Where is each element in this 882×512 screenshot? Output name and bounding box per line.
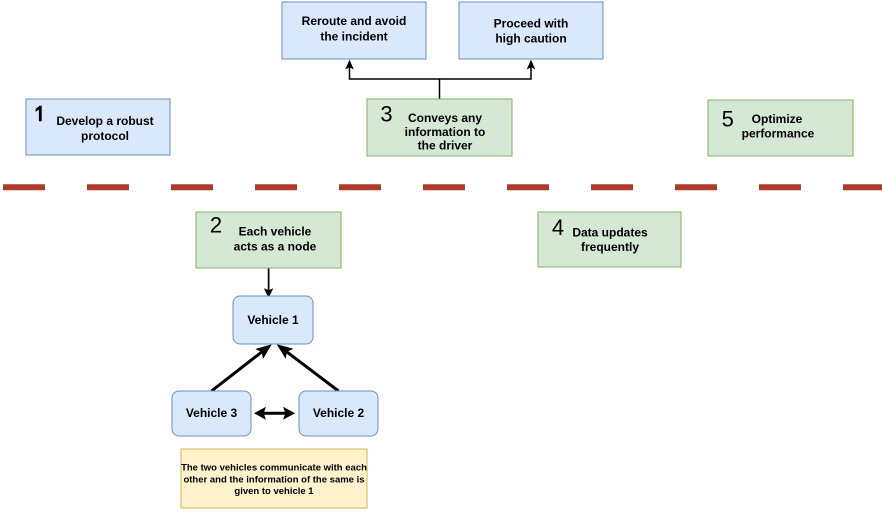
svg-text:performance: performance bbox=[742, 126, 815, 140]
svg-text:the driver: the driver bbox=[418, 139, 473, 153]
svg-text:3: 3 bbox=[380, 102, 392, 127]
svg-text:Vehicle 3: Vehicle 3 bbox=[186, 406, 238, 420]
svg-text:Each vehicle: Each vehicle bbox=[239, 225, 312, 239]
svg-text:Data updates: Data updates bbox=[572, 226, 648, 240]
svg-text:Proceed with: Proceed with bbox=[494, 17, 569, 31]
svg-text:5: 5 bbox=[722, 107, 734, 132]
svg-text:high caution: high caution bbox=[495, 32, 566, 46]
svg-text:Vehicle 1: Vehicle 1 bbox=[247, 313, 299, 327]
svg-text:other and the information of t: other and the information of the same is bbox=[183, 475, 364, 486]
svg-text:The two vehicles communicate w: The two vehicles communicate with each bbox=[181, 463, 367, 474]
svg-text:information to: information to bbox=[405, 125, 486, 139]
svg-text:4: 4 bbox=[552, 215, 564, 240]
svg-text:acts as a node: acts as a node bbox=[234, 240, 317, 254]
svg-text:2: 2 bbox=[210, 213, 222, 238]
svg-text:Develop a robust: Develop a robust bbox=[56, 114, 153, 128]
svg-text:given to vehicle 1: given to vehicle 1 bbox=[234, 486, 314, 497]
svg-text:protocol: protocol bbox=[81, 129, 129, 143]
svg-text:Vehicle 2: Vehicle 2 bbox=[313, 406, 365, 420]
svg-text:Optimize: Optimize bbox=[752, 112, 803, 126]
svg-text:frequently: frequently bbox=[581, 240, 639, 254]
svg-text:Conveys any: Conveys any bbox=[408, 111, 482, 125]
svg-text:the incident: the incident bbox=[320, 30, 387, 44]
svg-text:Reroute and avoid: Reroute and avoid bbox=[302, 14, 407, 28]
